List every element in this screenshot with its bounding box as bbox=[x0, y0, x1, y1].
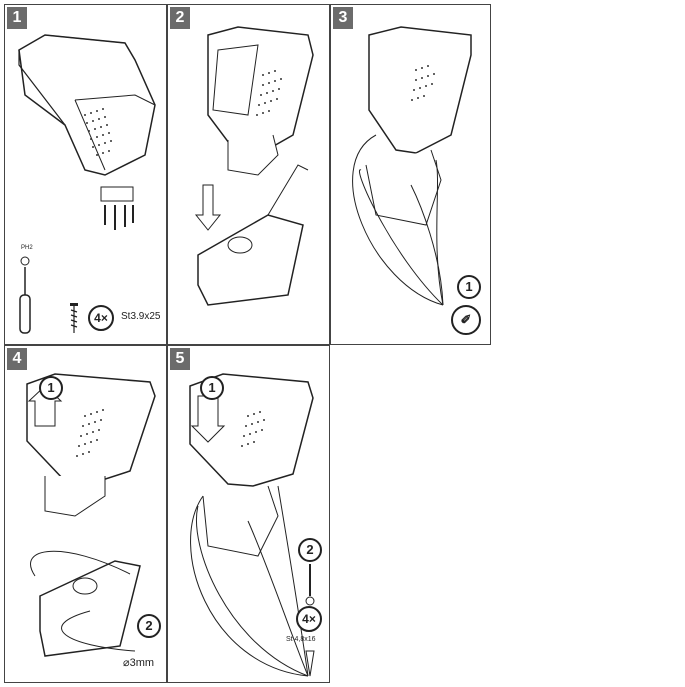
step-number-badge: 5 bbox=[170, 348, 190, 370]
step-number-badge: 3 bbox=[333, 7, 353, 29]
arrow-down-icon bbox=[190, 395, 226, 443]
perforation-pattern bbox=[76, 409, 104, 457]
callout-number: 2 bbox=[137, 614, 161, 638]
step-5-panel: 5 1 2 4× St 4,8x16 bbox=[167, 345, 330, 683]
quantity-badge: 4× bbox=[88, 305, 114, 331]
step-3-panel: 3 1 ✐ bbox=[330, 4, 491, 345]
screw-icon bbox=[305, 564, 315, 677]
step-number-badge: 2 bbox=[170, 7, 190, 29]
screw-icon bbox=[70, 303, 78, 333]
perforation-pattern bbox=[256, 70, 282, 116]
screwdriver-icon bbox=[19, 256, 31, 334]
screwdriver-action-icon: ✐ bbox=[451, 305, 481, 335]
armrest-illustration bbox=[194, 26, 314, 306]
armrest-illustration bbox=[18, 34, 156, 334]
screw-spec: St3.9x25 bbox=[121, 311, 161, 322]
step-1-panel: 1 PH2 4× St3.9x25 bbox=[4, 4, 167, 345]
perforation-pattern bbox=[241, 411, 265, 447]
armrest-illustration bbox=[352, 26, 472, 306]
armrest-illustration bbox=[189, 373, 315, 677]
quantity-badge: 4× bbox=[296, 606, 322, 632]
armrest-illustration bbox=[26, 373, 156, 657]
step-4-panel: 4 1 2 ⌀3mm bbox=[4, 345, 167, 683]
tool-label: PH2 bbox=[21, 245, 33, 251]
screw-spec: St 4,8x16 bbox=[286, 636, 316, 643]
callout-number: 1 bbox=[200, 376, 224, 400]
step-number-badge: 4 bbox=[7, 348, 27, 370]
arrow-down-icon bbox=[194, 184, 222, 231]
perforation-pattern bbox=[84, 108, 112, 156]
callout-number: 1 bbox=[39, 376, 63, 400]
callout-number: 2 bbox=[298, 538, 322, 562]
step-number-badge: 1 bbox=[7, 7, 27, 29]
step-2-panel: 2 bbox=[167, 4, 330, 345]
perforation-pattern bbox=[411, 65, 435, 101]
drill-size: ⌀3mm bbox=[123, 657, 155, 669]
callout-number: 1 bbox=[457, 275, 481, 299]
